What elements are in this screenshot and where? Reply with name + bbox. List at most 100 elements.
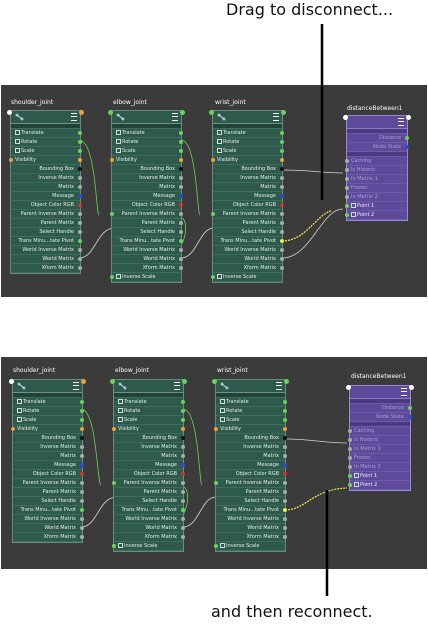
attr-row-translate[interactable]: Translate	[114, 398, 185, 407]
attr-row-select-handle[interactable]: Select Handle	[13, 497, 84, 506]
attr-row-rotate[interactable]: Rotate	[112, 138, 183, 147]
node-menu-icon[interactable]	[276, 382, 282, 390]
attr-row-world-matrix[interactable]: World Matrix	[11, 255, 82, 264]
attr-row-world-matrix[interactable]: World Matrix	[13, 524, 84, 533]
attr-row-caching[interactable]: Caching	[348, 427, 410, 436]
attr-row-object-color[interactable]: Object Color RGB	[114, 470, 185, 479]
attr-row-bounding-box[interactable]: Bounding Box	[112, 165, 183, 174]
node-header[interactable]	[110, 379, 187, 393]
attr-row-point-1[interactable]: Point 1	[345, 202, 407, 211]
attr-row-caching[interactable]: Caching	[345, 157, 407, 166]
distance-between-node[interactable]: Distance Node State Caching Is Historic …	[346, 385, 414, 491]
input-port-icon[interactable]	[9, 379, 14, 384]
attr-row-message[interactable]: Message	[13, 461, 84, 470]
attr-row-xform-matrix[interactable]: Xform Matrix	[216, 533, 287, 542]
attr-row-translate[interactable]: Translate	[112, 129, 183, 138]
attr-row-object-color[interactable]: Object Color RGB	[11, 201, 82, 210]
attr-row-distance[interactable]: Distance	[350, 404, 412, 413]
attr-row-point-2[interactable]: Point 2	[348, 481, 410, 490]
input-port-icon[interactable]	[212, 379, 217, 384]
attr-row-translate[interactable]: Translate	[13, 398, 84, 407]
attr-row-visibility[interactable]: Visibility	[112, 425, 185, 434]
node-editor-panel-top[interactable]: shoulder_joint Translate Rotate Scale Vi…	[1, 85, 427, 297]
attr-row-inverse-matrix[interactable]: Inverse Matrix	[216, 443, 287, 452]
attr-row-message[interactable]: Message	[112, 192, 183, 201]
attr-row-world-matrix[interactable]: World Matrix	[216, 524, 287, 533]
attr-row-translate[interactable]: Translate	[213, 129, 284, 138]
joint-node-shoulder[interactable]: Translate Rotate Scale Visibility Boundi…	[9, 379, 86, 543]
attr-row-select-handle[interactable]: Select Handle	[114, 497, 185, 506]
attr-row-select-handle[interactable]: Select Handle	[216, 497, 287, 506]
attr-row-xform-matrix[interactable]: Xform Matrix	[213, 264, 284, 273]
attr-row-parent-matrix[interactable]: Parent Matrix	[213, 219, 284, 228]
attr-row-xform-matrix[interactable]: Xform Matrix	[11, 264, 82, 273]
output-port-icon[interactable]	[406, 115, 411, 120]
attr-row-parent-inverse-matrix[interactable]: Parent Inverse Matrix	[11, 210, 82, 219]
attr-row-bounding-box[interactable]: Bounding Box	[213, 165, 284, 174]
attr-row-bounding-box[interactable]: Bounding Box	[11, 165, 82, 174]
attr-row-parent-matrix[interactable]: Parent Matrix	[114, 488, 185, 497]
attr-row-parent-inverse-matrix[interactable]: Parent Inverse Matrix	[110, 210, 183, 219]
attr-row-xform-matrix[interactable]: Xform Matrix	[112, 264, 183, 273]
attr-row-parent-matrix[interactable]: Parent Matrix	[112, 219, 183, 228]
attr-row-is-historic[interactable]: Is Historic	[345, 166, 407, 175]
attr-row-scale[interactable]: Scale	[11, 147, 82, 156]
attr-row-object-color[interactable]: Object Color RGB	[112, 201, 183, 210]
attr-row-visibility[interactable]: Visibility	[214, 425, 287, 434]
attr-row-point-2[interactable]: Point 2	[345, 211, 407, 220]
attr-row-trans-minus-rotate-pivot[interactable]: Trans Minu...tate Pivot	[114, 506, 185, 515]
output-port-icon[interactable]	[182, 379, 187, 384]
attr-row-world-matrix[interactable]: World Matrix	[114, 524, 185, 533]
attr-row-trans-minus-rotate-pivot[interactable]: Trans Minu...tate Pivot	[11, 237, 82, 246]
attr-row-node-state[interactable]: Node State	[347, 143, 409, 152]
attr-row-xform-matrix[interactable]: Xform Matrix	[13, 533, 84, 542]
attr-row-inverse-scale[interactable]: Inverse Scale	[112, 542, 183, 551]
node-menu-icon[interactable]	[73, 382, 79, 390]
attr-row-scale[interactable]: Scale	[213, 147, 284, 156]
attr-row-message[interactable]: Message	[213, 192, 284, 201]
node-header[interactable]	[9, 379, 86, 393]
node-header[interactable]	[108, 110, 185, 124]
attr-row-parent-matrix[interactable]: Parent Matrix	[13, 488, 84, 497]
attr-row-distance[interactable]: Distance	[347, 134, 409, 143]
node-header[interactable]	[212, 379, 289, 393]
attr-row-message[interactable]: Message	[11, 192, 82, 201]
output-port-icon[interactable]	[79, 110, 84, 115]
attr-row-inverse-matrix[interactable]: Inverse Matrix	[114, 443, 185, 452]
attr-row-world-matrix[interactable]: World Matrix	[112, 255, 183, 264]
attr-row-parent-inverse-matrix[interactable]: Parent Inverse Matrix	[211, 210, 284, 219]
output-port-icon[interactable]	[81, 379, 86, 384]
attr-row-world-inverse-matrix[interactable]: World Inverse Matrix	[114, 515, 185, 524]
node-menu-icon[interactable]	[398, 118, 404, 126]
attr-row-trans-minus-rotate-pivot[interactable]: Trans Minu...tate Pivot	[216, 506, 287, 515]
attr-row-node-state[interactable]: Node State	[350, 413, 412, 422]
attr-row-matrix[interactable]: Matrix	[112, 183, 183, 192]
attr-row-parent-inverse-matrix[interactable]: Parent Inverse Matrix	[214, 479, 287, 488]
attr-row-inverse-matrix[interactable]: Inverse Matrix	[112, 174, 183, 183]
attr-row-xform-matrix[interactable]: Xform Matrix	[114, 533, 185, 542]
attr-row-trans-minus-rotate-pivot[interactable]: Trans Minu...tate Pivot	[13, 506, 84, 515]
attr-row-matrix[interactable]: Matrix	[216, 452, 287, 461]
attr-row-matrix[interactable]: Matrix	[213, 183, 284, 192]
output-port-icon[interactable]	[409, 385, 414, 390]
node-header[interactable]	[7, 110, 84, 124]
attr-row-rotate[interactable]: Rotate	[216, 407, 287, 416]
attr-row-select-handle[interactable]: Select Handle	[11, 228, 82, 237]
node-editor-panel-bottom[interactable]: shoulder_joint Translate Rotate Scale Vi…	[1, 357, 427, 569]
attr-row-frozen[interactable]: Frozen	[348, 454, 410, 463]
attr-row-object-color[interactable]: Object Color RGB	[213, 201, 284, 210]
input-port-icon[interactable]	[209, 110, 214, 115]
attr-row-parent-inverse-matrix[interactable]: Parent Inverse Matrix	[13, 479, 84, 488]
attr-row-matrix[interactable]: Matrix	[11, 183, 82, 192]
attr-row-scale[interactable]: Scale	[216, 416, 287, 425]
attr-row-translate[interactable]: Translate	[11, 129, 82, 138]
attr-row-world-inverse-matrix[interactable]: World Inverse Matrix	[11, 246, 82, 255]
node-menu-icon[interactable]	[273, 113, 279, 121]
attr-row-inverse-scale[interactable]: Inverse Scale	[214, 542, 285, 551]
input-port-icon[interactable]	[110, 379, 115, 384]
attr-row-rotate[interactable]: Rotate	[213, 138, 284, 147]
attr-row-matrix[interactable]: Matrix	[13, 452, 84, 461]
attr-row-scale[interactable]: Scale	[114, 416, 185, 425]
node-menu-icon[interactable]	[401, 388, 407, 396]
attr-row-object-color[interactable]: Object Color RGB	[13, 470, 84, 479]
